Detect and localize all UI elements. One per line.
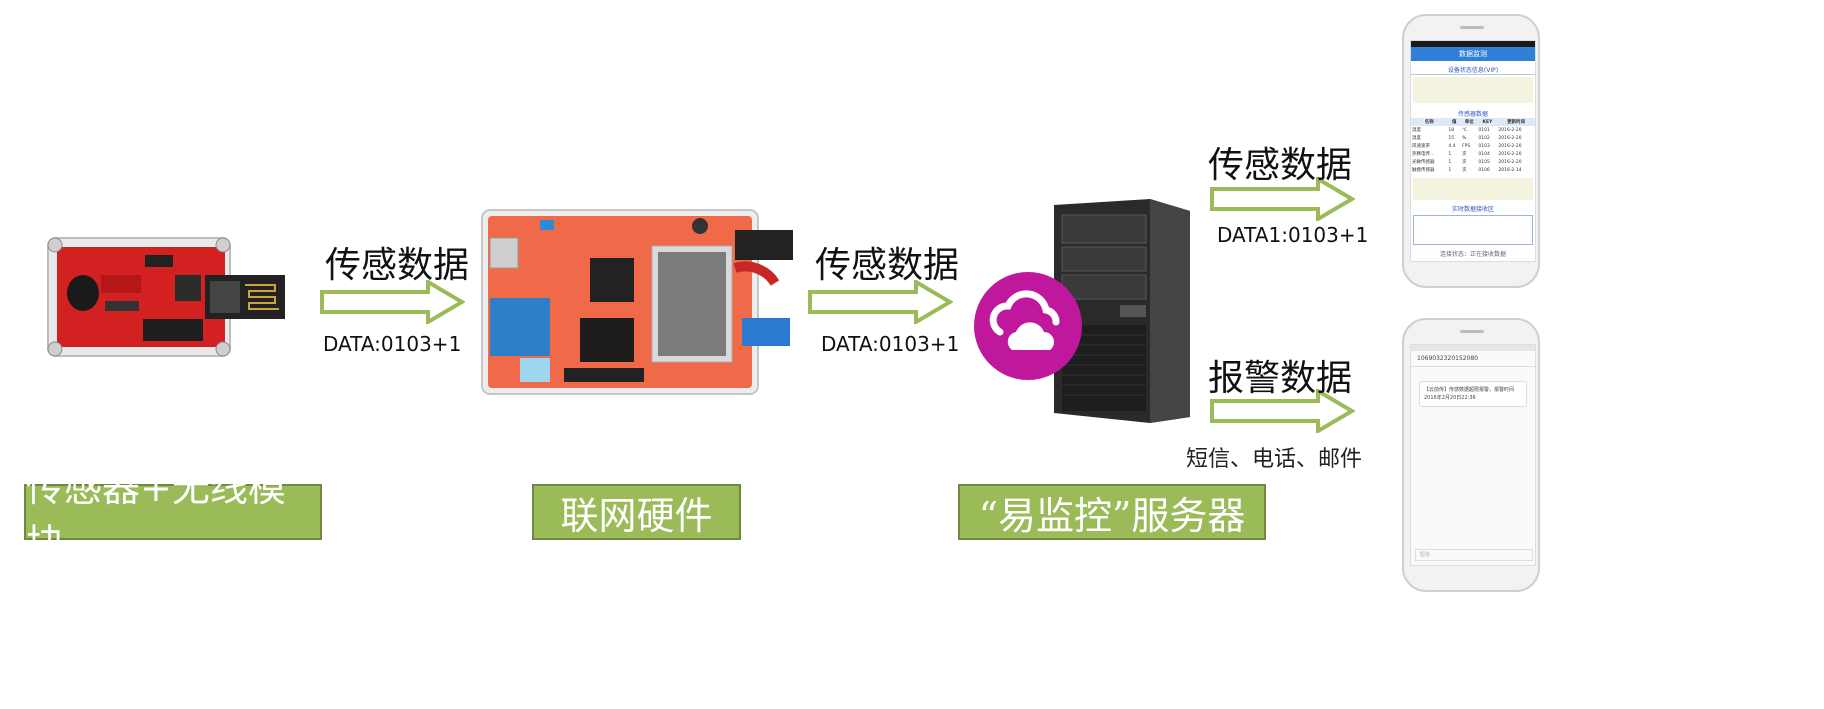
arrow-4 [1210, 389, 1355, 433]
col-key: KEY [1482, 119, 1493, 125]
arrow-3 [1210, 177, 1355, 221]
phone-top-footer: 连接状态：正在接收数据 [1439, 251, 1506, 258]
label-hardware: 联网硬件 [532, 484, 741, 540]
phone-bottom: 1069032320152080 【云前传】传感数据超限报警，报警时间2016年… [1402, 318, 1540, 592]
phone-bottom-screen: 1069032320152080 【云前传】传感数据超限报警，报警时间2016年… [1410, 344, 1536, 566]
label-server: “易监控”服务器 [958, 484, 1266, 540]
col-unit: 单位 [1464, 120, 1474, 125]
arrow-1 [320, 280, 465, 324]
arrow-2-title: 传感数据 [815, 245, 960, 286]
arrow-2 [808, 280, 953, 324]
phone-top-header: 数据监测 [1411, 47, 1535, 61]
phone-bottom-message: 【云前传】传感数据超限报警，报警时间2016年2月20日22:36 [1419, 381, 1527, 407]
phone-top: 数据监测 设备状态信息(VIP) 传感器数据 名称 值 单位 KEY 更新时间 … [1402, 14, 1540, 288]
arrow-1-title: 传感数据 [325, 245, 470, 286]
phone-top-screen: 数据监测 设备状态信息(VIP) 传感器数据 名称 值 单位 KEY 更新时间 … [1410, 40, 1536, 262]
phone-top-speaker [1460, 26, 1484, 29]
arrow-2-sub: DATA:0103+1 [821, 332, 960, 356]
col-time: 更新时间 [1507, 120, 1526, 125]
sensor-board-image [47, 237, 285, 357]
cloud-icon [974, 272, 1082, 380]
phone-bottom-speaker [1460, 330, 1484, 333]
arrow-4-sub: 短信、电话、邮件 [1186, 447, 1363, 472]
col-value: 值 [1451, 120, 1457, 125]
server-tower-image [1054, 199, 1190, 423]
label-sensor: 传感器+无线模块 [24, 466, 322, 565]
arrow-1-sub: DATA:0103+1 [323, 332, 462, 356]
arrow-4-title: 报警数据 [1208, 358, 1353, 399]
phone-top-subheader: 设备状态信息(VIP) [1411, 65, 1535, 75]
phone-top-log-title: 实时数据接收区 [1451, 206, 1494, 213]
arrow-3-title: 传感数据 [1208, 145, 1353, 186]
col-name: 名称 [1424, 120, 1434, 125]
arrow-3-sub: DATA1:0103+1 [1217, 223, 1369, 247]
phone-bottom-number: 1069032320152080 [1411, 351, 1535, 367]
hardware-board-image [481, 209, 793, 395]
phone-top-table-title: 传感器数据 [1457, 111, 1488, 118]
phone-bottom-input[interactable]: 短信 [1415, 549, 1533, 561]
